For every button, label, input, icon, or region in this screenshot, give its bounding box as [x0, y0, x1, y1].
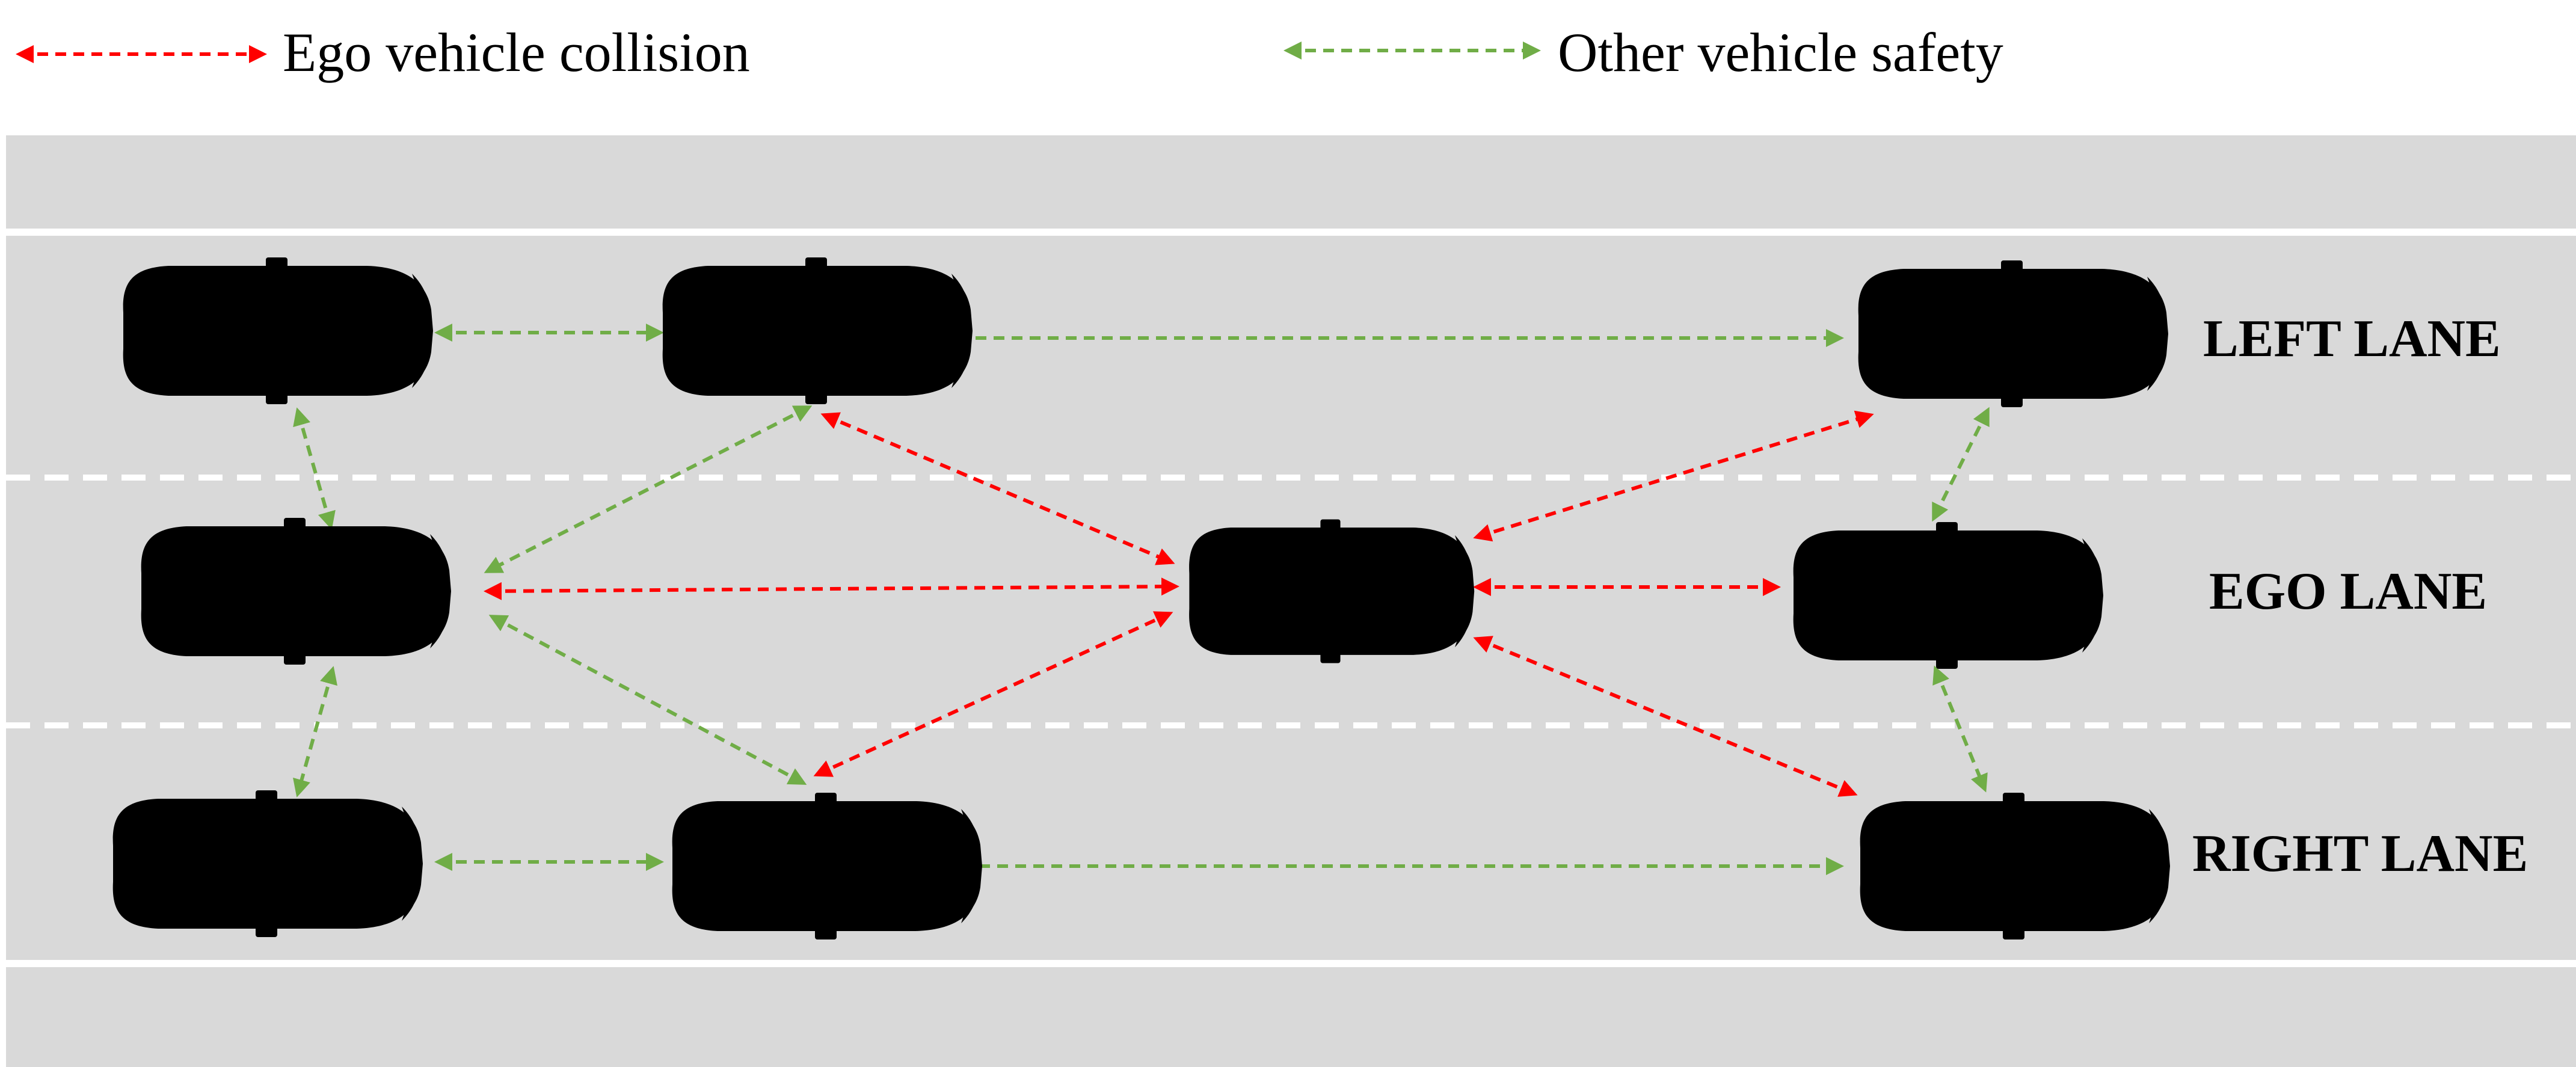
other-vehicle-ego-lane-front	[1793, 522, 2103, 669]
other-vehicle-left-3	[1858, 260, 2168, 407]
collision-arrow	[813, 611, 1173, 777]
right-lane-label: RIGHT LANE	[2192, 825, 2528, 883]
road-edge-top	[6, 229, 2576, 236]
safety-arrow	[293, 666, 337, 798]
other-vehicle-ego-lane-rear	[141, 518, 451, 665]
other-vehicle-left-1	[123, 257, 433, 404]
legend: Ego vehicle collision Other vehicle safe…	[15, 22, 2003, 83]
safety-arrow	[484, 405, 813, 573]
safety-arrow	[1932, 407, 1990, 522]
safety-arrows	[293, 324, 1990, 875]
ego-lane-label: EGO LANE	[2209, 562, 2487, 621]
collision-arrow	[1473, 410, 1874, 542]
road-edge-bottom	[6, 960, 2576, 967]
ego-collision-legend-label: Ego vehicle collision	[283, 22, 750, 83]
collision-arrow	[484, 577, 1179, 600]
other-vehicle-right-3	[1860, 793, 2170, 939]
collision-arrows	[484, 410, 1874, 797]
lane-labels: LEFT LANE EGO LANE RIGHT LANE	[2192, 310, 2528, 883]
safety-arrow	[293, 407, 336, 530]
ego-vehicle	[1189, 519, 1475, 663]
safety-arrow	[1932, 665, 1988, 793]
other-safety-legend-label: Other vehicle safety	[1558, 22, 2003, 83]
other-vehicle-left-2	[662, 257, 973, 404]
other-vehicle-right-2	[672, 793, 982, 939]
collision-arrow	[1473, 636, 1858, 797]
other-vehicle-right-1	[112, 790, 423, 937]
safety-arrow	[488, 615, 807, 785]
left-lane-label: LEFT LANE	[2203, 310, 2501, 368]
collision-arrow	[820, 412, 1175, 565]
